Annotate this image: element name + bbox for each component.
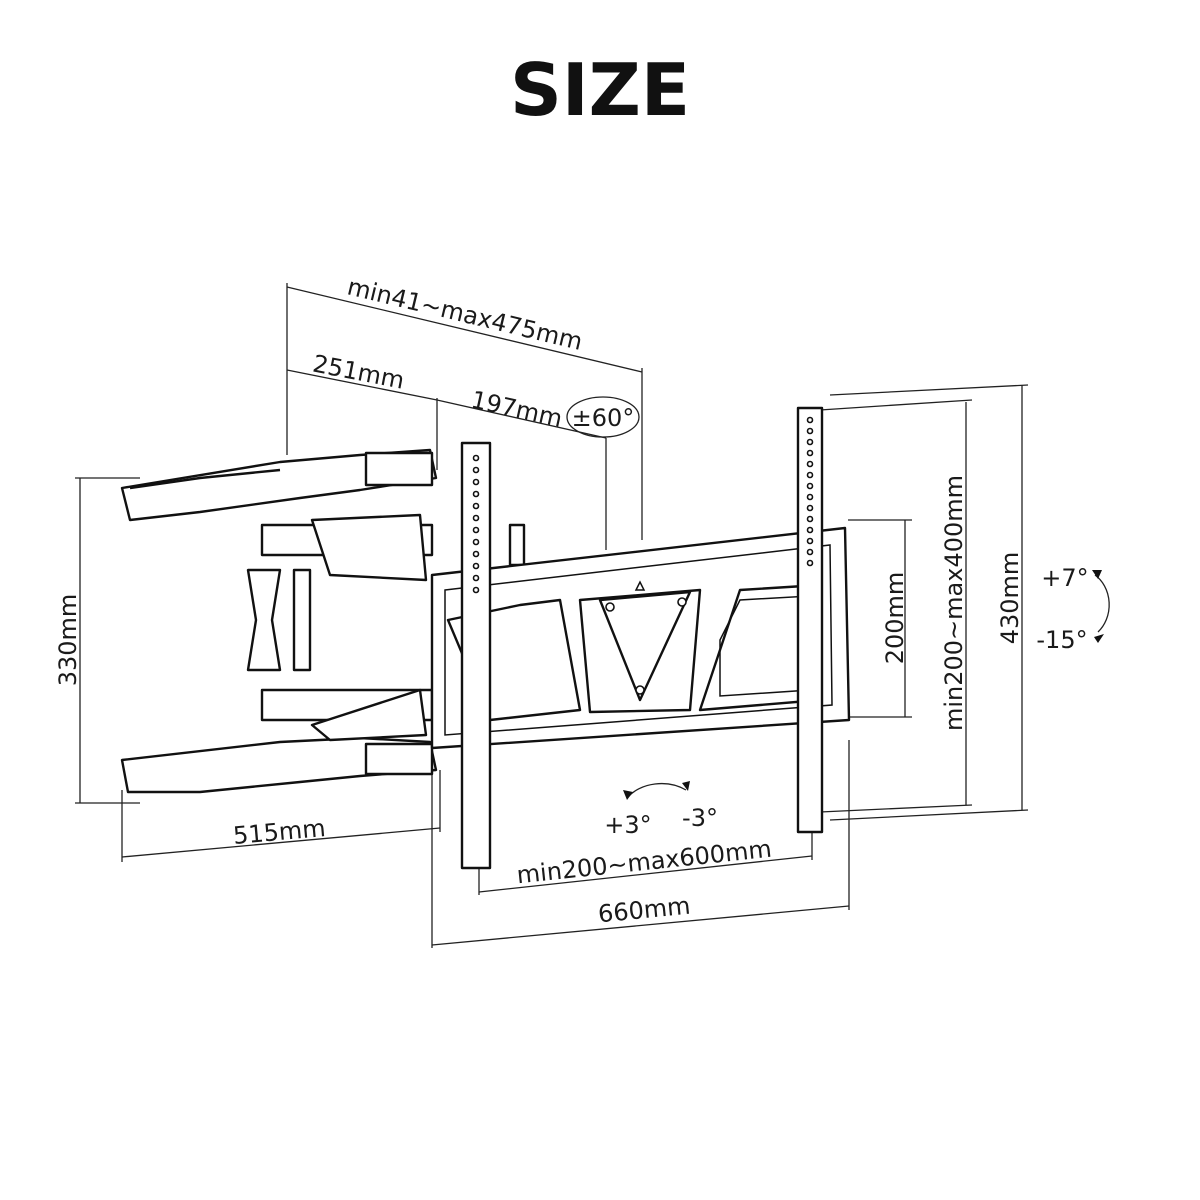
mount-hole <box>472 538 480 546</box>
mount-hole <box>806 482 814 490</box>
overall-height-label: 430mm <box>996 552 1024 645</box>
page-title: SIZE <box>510 48 690 132</box>
mount-hole <box>472 490 480 498</box>
mount-hole <box>806 460 814 468</box>
vesa-vertical-label: min200~max400mm <box>940 475 968 731</box>
rotate-plus-label: +3° <box>604 811 651 839</box>
mount-hole <box>472 454 480 462</box>
mount-hole <box>806 548 814 556</box>
mount-hole <box>472 586 480 594</box>
swivel-label: ±60° <box>572 404 635 432</box>
rotation-arrows <box>566 396 1110 800</box>
mount-hole <box>806 471 814 479</box>
vesa-horizontal-label: min200~max600mm <box>515 835 773 890</box>
mount-hole <box>472 574 480 582</box>
mount-hole <box>806 537 814 545</box>
mount-hole <box>806 515 814 523</box>
arm-segment-2-label: 197mm <box>469 386 565 433</box>
mount-hole <box>806 526 814 534</box>
arm-extension-label: min41~max475mm <box>345 273 586 356</box>
arm-segment-1-label: 251mm <box>310 350 406 395</box>
tv-rail <box>430 526 851 750</box>
mount-hole <box>472 514 480 522</box>
mount-hole <box>806 449 814 457</box>
dimension-lines <box>75 283 1029 948</box>
mount-hole <box>806 427 814 435</box>
rotate-minus-label: -3° <box>682 804 718 832</box>
mount-hole <box>806 559 814 567</box>
mount-hole <box>472 466 480 474</box>
mount-hole <box>472 478 480 486</box>
swing-arms <box>120 448 572 794</box>
mount-hole <box>806 438 814 446</box>
rail-height-label: 200mm <box>881 572 909 665</box>
mount-hole <box>806 493 814 501</box>
wall-plate-height-label: 330mm <box>54 594 82 687</box>
tilt-up-label: +7° <box>1041 564 1088 592</box>
mount-hole <box>472 502 480 510</box>
overall-width-label: 660mm <box>597 892 692 929</box>
vesa-brackets <box>460 406 824 870</box>
tilt-down-label: -15° <box>1036 626 1087 654</box>
mount-hole <box>806 416 814 424</box>
mount-hole <box>472 550 480 558</box>
mount-hole <box>806 504 814 512</box>
mount-hole <box>472 526 480 534</box>
arm-depth-label: 515mm <box>232 814 327 850</box>
mount-hole <box>472 562 480 570</box>
